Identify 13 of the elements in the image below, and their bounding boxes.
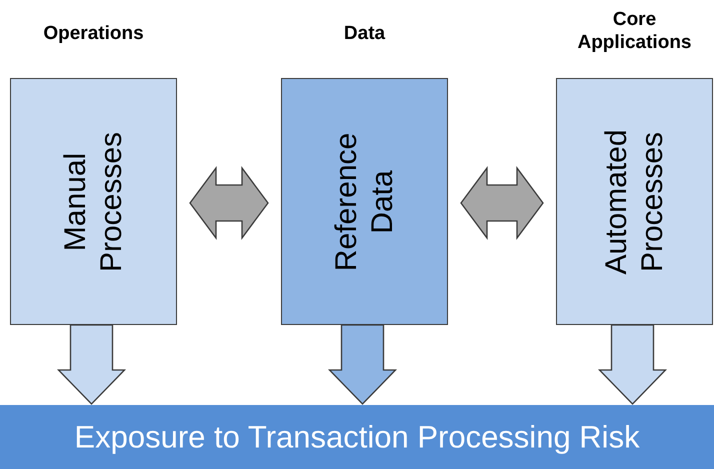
block-arrow (328, 324, 398, 405)
box-label: Automated Processes (598, 128, 670, 276)
block-arrow (56, 324, 126, 405)
banner-text: Exposure to Transaction Processing Risk (74, 418, 640, 456)
block-arrow (598, 324, 668, 405)
box-label: Manual Processes (58, 130, 128, 274)
column-heading: Data (342, 23, 386, 46)
double-block-arrow (189, 166, 269, 240)
banner-bar (0, 405, 714, 469)
box-label: Reference Data (328, 131, 400, 273)
double-block-arrow (460, 166, 544, 240)
column-heading: Core Applications (576, 9, 692, 55)
column-heading: Operations (42, 23, 145, 46)
